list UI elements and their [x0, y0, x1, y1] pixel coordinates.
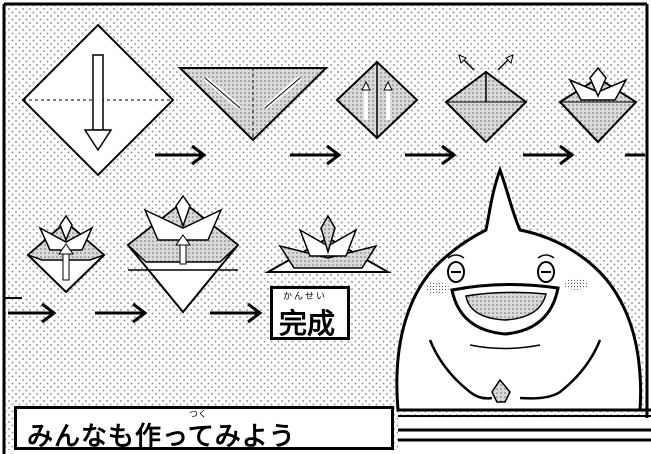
finished-label-box: かんせい 完成 — [270, 286, 350, 340]
step-6-helmet — [26, 214, 106, 294]
step-5-horns — [558, 66, 638, 144]
blob-character — [395, 165, 651, 454]
caption-box: つく みんなも作ってみよう — [14, 406, 394, 452]
step-4-diamond-open — [444, 54, 528, 144]
step-arrows-row-1 — [155, 144, 645, 166]
caption-furigana: つく — [189, 410, 208, 420]
step-2-triangle — [177, 67, 329, 142]
step-arrows-row-2 — [8, 302, 263, 324]
step-7-fold-up — [126, 194, 240, 314]
finished-furigana: かんせい — [283, 292, 328, 302]
caption-text: みんなも作ってみよう — [27, 422, 296, 452]
step-3-diamond — [335, 60, 419, 140]
step-8-finished-helmet — [264, 214, 392, 273]
step-1-square — [21, 23, 175, 177]
finished-label: 完成 — [279, 307, 336, 340]
